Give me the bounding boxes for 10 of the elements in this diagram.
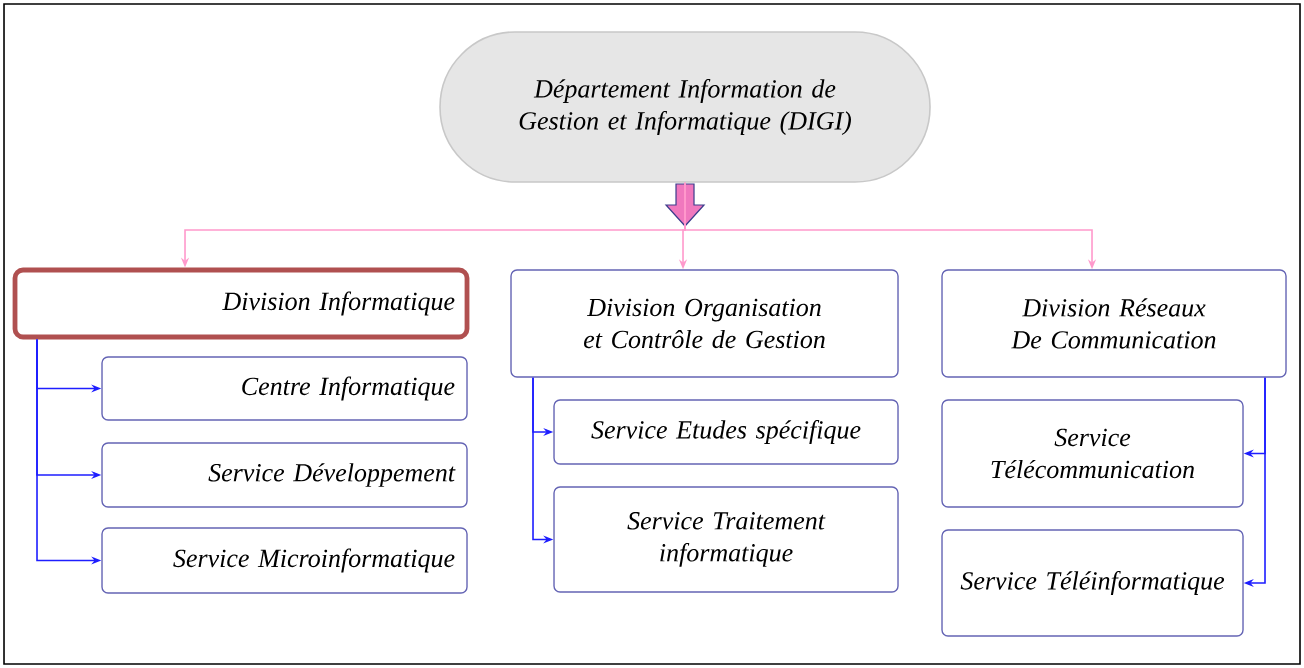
division-box: Division Informatique — [12, 267, 470, 340]
service-box: Division Organisation et Contrôle de Gestion — [510, 269, 899, 378]
service-box: Service Etudes spécifique — [553, 399, 899, 465]
service-box: Service Télécommunication — [941, 399, 1244, 508]
service-box: Centre Informatique — [101, 356, 468, 421]
service-box: Division Réseaux De Communication — [941, 269, 1287, 378]
service-box: Service Traitement informatique — [553, 486, 899, 593]
service-box: Service Téléinformatique — [941, 529, 1244, 637]
service-box: Service Développement — [101, 442, 468, 508]
service-box: Service Microinformatique — [101, 527, 468, 594]
